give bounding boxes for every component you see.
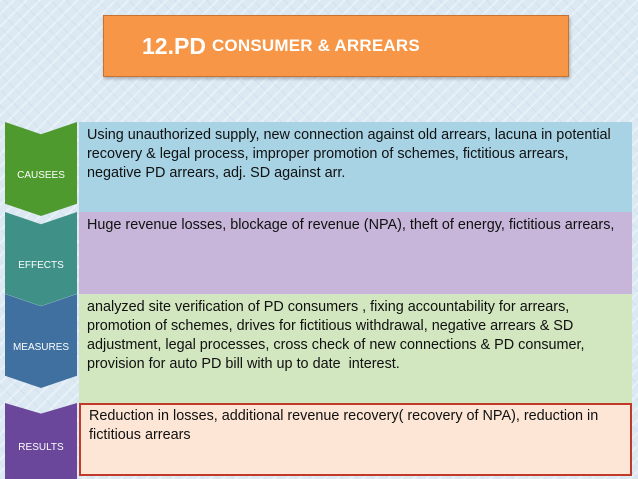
chevron-label-measures: MEASURES bbox=[12, 341, 70, 353]
panel-causes: Using unauthorized supply, new connectio… bbox=[79, 122, 632, 212]
panel-text-effects: Huge revenue losses, blockage of revenue… bbox=[87, 217, 615, 233]
panel-text-measures: analyzed site verification of PD consume… bbox=[87, 299, 589, 372]
panel-text-causes: Using unauthorized supply, new connectio… bbox=[87, 127, 615, 181]
panel-text-results: Reduction in losses, additional revenue … bbox=[89, 408, 603, 443]
panel-results: Reduction in losses, additional revenue … bbox=[79, 403, 632, 476]
chevron-label-results: RESULTS bbox=[18, 441, 64, 453]
slide-title: 12.PD CONSUMER & ARREARS bbox=[103, 15, 569, 77]
title-text: CONSUMER & ARREARS bbox=[211, 36, 420, 55]
chevron-effects: EFFECTS bbox=[5, 212, 77, 306]
chevron-measures: MEASURES bbox=[5, 294, 77, 388]
chevron-label-effects: EFFECTS bbox=[18, 259, 64, 271]
chevron-results: RESULTS bbox=[5, 403, 77, 479]
chevron-causes: CAUSEES bbox=[5, 122, 77, 216]
title-number: 12.PD bbox=[142, 32, 206, 59]
panel-effects: Huge revenue losses, blockage of revenue… bbox=[79, 212, 632, 294]
chevron-label-causes: CAUSEES bbox=[17, 169, 65, 181]
panel-measures: analyzed site verification of PD consume… bbox=[79, 294, 632, 406]
